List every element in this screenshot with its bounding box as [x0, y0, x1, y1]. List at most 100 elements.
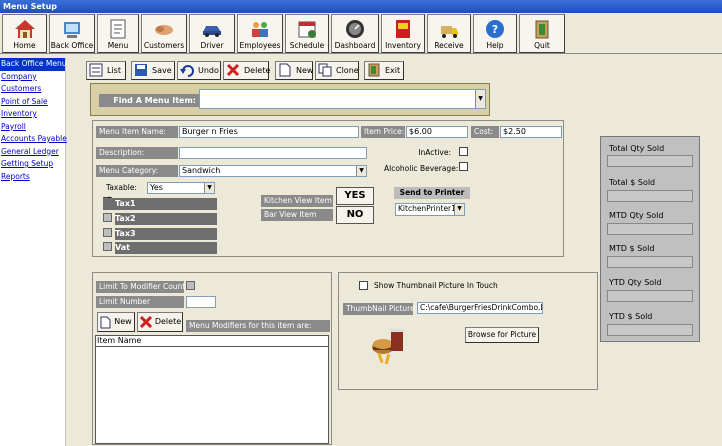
browse-for-picture-button[interactable]: Browse for Picture: [465, 327, 539, 343]
find-menu-item-combo[interactable]: ▼: [199, 89, 486, 109]
modifier-delete-button[interactable]: Delete: [137, 312, 183, 332]
driver-button[interactable]: Driver: [189, 14, 235, 53]
taxable-label: Taxable:: [103, 182, 145, 194]
alcoholic-beverage-label: Alcoholic Beverage:: [381, 163, 458, 175]
chevron-down-icon[interactable]: ▼: [475, 90, 485, 108]
ytd-dollar-sold-label: YTD $ Sold: [609, 312, 653, 321]
tax3-label: Tax3: [115, 228, 217, 240]
delete-x-icon: [226, 63, 240, 77]
new-document-icon: [100, 316, 111, 329]
employees-button[interactable]: Employees: [237, 14, 283, 53]
inactive-label: InActive:: [413, 147, 453, 159]
kitchen-view-item-label: Kitchen View Item: [261, 195, 333, 207]
undo-button[interactable]: Undo: [177, 61, 221, 80]
inventory-button[interactable]: Inventory: [381, 14, 425, 53]
modifiers-caption: Menu Modifiers for this item are:: [186, 320, 330, 332]
limit-number-label: Limit Number: [96, 296, 184, 308]
find-label: Find A Menu Item:: [99, 94, 199, 107]
item-details-panel: Menu Item Name: Burger n Fries Item Pric…: [92, 120, 564, 257]
item-price-label: Item Price:: [361, 126, 405, 138]
chevron-down-icon[interactable]: ▼: [356, 166, 366, 176]
quit-button[interactable]: Quit: [519, 14, 565, 53]
home-button[interactable]: Home: [2, 14, 47, 53]
delete-x-icon: [140, 316, 152, 328]
ytd-dollar-sold-field: [607, 324, 693, 336]
sidebar-item-payroll[interactable]: Payroll: [1, 121, 26, 131]
sidebar-item-general-ledger[interactable]: General Ledger: [1, 146, 59, 156]
limit-modifier-count-checkbox[interactable]: [186, 281, 195, 290]
schedule-icon: [298, 21, 316, 38]
tax2-label: Tax2: [115, 213, 217, 225]
burger-thumbnail-image: [372, 329, 404, 365]
sidebar-item-reports[interactable]: Reports: [1, 171, 30, 181]
sidebar-item-customers[interactable]: Customers: [1, 84, 42, 93]
mtd-dollar-sold-label: MTD $ Sold: [609, 244, 655, 253]
inactive-checkbox[interactable]: [459, 147, 468, 156]
bar-view-no-button[interactable]: NO: [336, 206, 374, 224]
save-icon: [135, 64, 147, 76]
description-label: Description:: [96, 147, 178, 159]
taxable-select[interactable]: Yes ▼: [147, 182, 215, 194]
show-thumbnail-checkbox[interactable]: [359, 281, 368, 290]
vat-checkbox[interactable]: [103, 242, 112, 251]
item-name-field[interactable]: Burger n Fries: [179, 126, 359, 138]
description-field[interactable]: [179, 147, 367, 159]
mtd-qty-sold-field: [607, 223, 693, 235]
send-to-printer-label: Send to Printer: [394, 187, 470, 199]
printer-select[interactable]: KitchenPrinter1 ▼: [395, 203, 465, 216]
sidebar-item-back-office-menu[interactable]: Back Office Menu: [0, 58, 66, 71]
clone-button[interactable]: Clone: [315, 61, 359, 80]
modifiers-list[interactable]: Item Name: [95, 335, 329, 444]
modifier-new-button[interactable]: New: [97, 312, 135, 332]
back-office-icon: [64, 22, 80, 38]
svg-text:?: ?: [492, 23, 498, 36]
mtd-qty-sold-label: MTD Qty Sold: [609, 211, 664, 220]
sidebar-item-getting-setup[interactable]: Getting Setup: [1, 159, 54, 168]
chevron-down-icon[interactable]: ▼: [204, 183, 214, 193]
menu-button[interactable]: Menu: [97, 14, 139, 53]
total-dollar-sold-label: Total $ Sold: [609, 178, 656, 187]
limit-number-field[interactable]: [186, 296, 216, 308]
dashboard-button[interactable]: Dashboard: [331, 14, 379, 53]
schedule-button[interactable]: Schedule: [285, 14, 329, 53]
kitchen-view-yes-button[interactable]: YES: [336, 187, 374, 205]
sidebar: Back Office Menu Company Customers Point…: [0, 58, 67, 446]
cost-label: Cost:: [471, 126, 499, 138]
item-name-column-header[interactable]: Item Name: [96, 336, 328, 347]
menu-category-select[interactable]: Sandwich ▼: [179, 165, 367, 177]
list-icon: [89, 63, 103, 77]
tax2-checkbox[interactable]: [103, 213, 112, 222]
cost-field[interactable]: $2.50: [500, 126, 562, 138]
back-office-button[interactable]: Back Office: [49, 14, 95, 53]
save-button[interactable]: Save: [131, 61, 175, 80]
undo-icon: [180, 65, 194, 77]
new-button[interactable]: New: [275, 61, 313, 80]
item-price-field[interactable]: $6.00: [406, 126, 468, 138]
menu-icon: [110, 19, 126, 39]
receive-button[interactable]: Receive: [427, 14, 471, 53]
mtd-dollar-sold-field: [607, 256, 693, 268]
total-dollar-sold-field: [607, 190, 693, 202]
chevron-down-icon[interactable]: ▼: [454, 204, 464, 215]
exit-button[interactable]: Exit: [364, 61, 404, 80]
delete-button[interactable]: Delete: [223, 61, 270, 80]
exit-door-icon: [368, 63, 380, 77]
new-document-icon: [279, 63, 291, 77]
thumbnail-picture-path[interactable]: C:\cafe\BurgerFriesDrinkCombo.br: [417, 302, 543, 314]
sidebar-item-point-of-sale[interactable]: Point of Sale: [1, 96, 48, 106]
bar-view-item-label: Bar View Item: [261, 209, 333, 221]
vat-label: Vat: [115, 242, 217, 254]
tax3-checkbox[interactable]: [103, 228, 112, 237]
alcoholic-beverage-checkbox[interactable]: [459, 162, 468, 171]
customers-button[interactable]: Customers: [141, 14, 187, 53]
inventory-icon: [396, 20, 410, 38]
help-button[interactable]: ? Help: [473, 14, 517, 53]
driver-icon: [203, 26, 221, 37]
main-toolbar: Home Back Office Menu Customers Driver E…: [0, 13, 722, 54]
sidebar-item-inventory[interactable]: Inventory: [1, 109, 37, 118]
sidebar-item-accounts-payable[interactable]: Accounts Payable: [1, 134, 67, 143]
clone-icon: [318, 63, 332, 77]
dashboard-icon: [346, 20, 364, 38]
sidebar-item-company[interactable]: Company: [1, 71, 37, 81]
list-button[interactable]: List: [86, 61, 126, 80]
